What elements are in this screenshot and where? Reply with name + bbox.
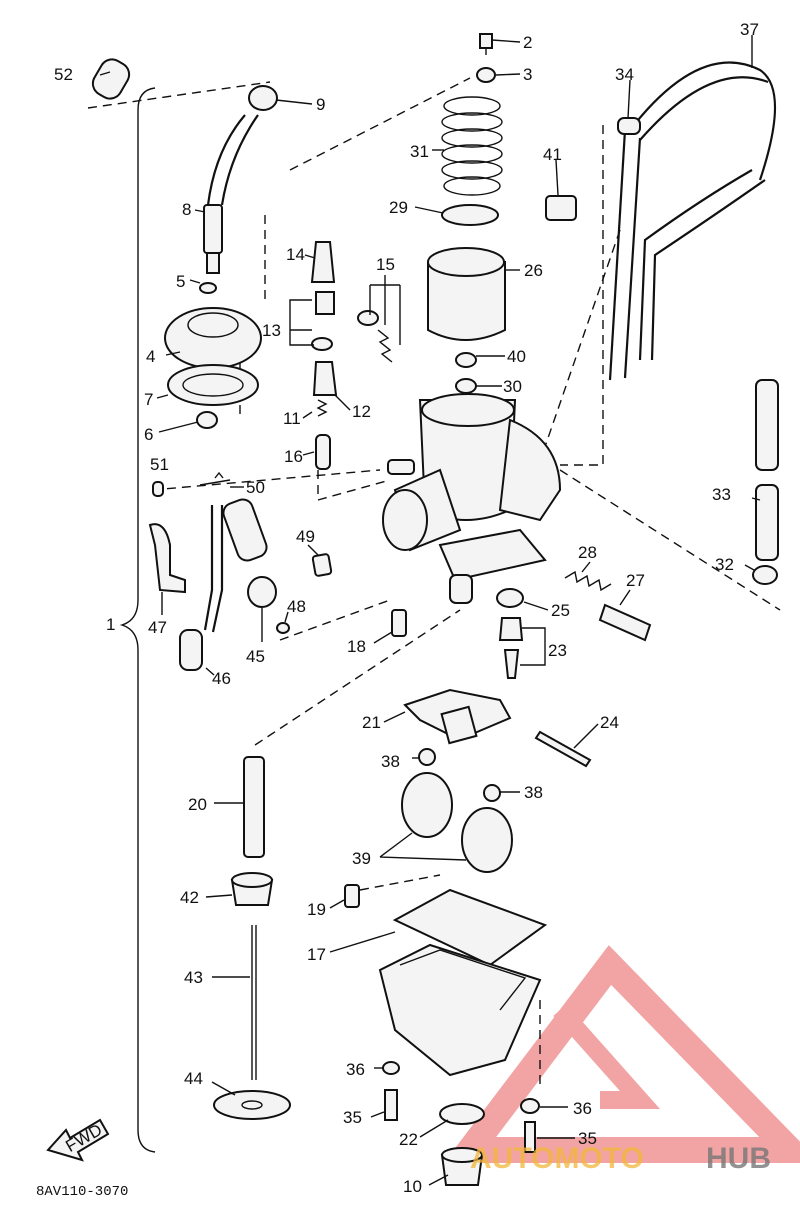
callout-52: 52 (54, 65, 73, 84)
callout-14: 14 (286, 245, 305, 264)
callout-30-upper: 30 (503, 377, 522, 396)
callout-35-right: 35 (578, 1129, 597, 1148)
callout-12: 12 (352, 402, 371, 421)
callout-41: 41 (543, 145, 562, 164)
callout-29: 29 (389, 198, 408, 217)
leader-lines (99, 35, 761, 1186)
callout-39: 39 (352, 849, 371, 868)
callout-25: 25 (551, 601, 570, 620)
callout-28: 28 (578, 543, 597, 562)
callout-4: 4 (146, 347, 155, 366)
callout-3: 3 (523, 65, 532, 84)
callout-27: 27 (626, 571, 645, 590)
callout-51: 51 (150, 455, 169, 474)
callout-38-left: 38 (381, 752, 400, 771)
callout-7: 7 (144, 390, 153, 409)
callout-18: 18 (347, 637, 366, 656)
callout-50: 50 (246, 478, 265, 497)
callout-23: 23 (548, 641, 567, 660)
callout-16: 16 (284, 447, 303, 466)
callout-34: 34 (615, 65, 634, 84)
front-arrow-icon (46, 1118, 110, 1162)
callout-32: 32 (715, 555, 734, 574)
callout-10: 10 (403, 1177, 422, 1196)
callout-13: 13 (262, 321, 281, 340)
callout-36-right: 36 (573, 1099, 592, 1118)
callout-11: 11 (283, 409, 301, 428)
callout-37: 37 (740, 20, 759, 39)
callout-21: 21 (362, 713, 381, 732)
callout-35-left: 35 (343, 1108, 362, 1127)
callout-9: 9 (316, 95, 325, 114)
callout-43: 43 (184, 968, 203, 987)
callout-22: 22 (399, 1130, 418, 1149)
callout-42: 42 (180, 888, 199, 907)
front-arrow-label: FWD (62, 1120, 105, 1156)
callout-47: 47 (148, 618, 167, 637)
callout-2: 2 (523, 33, 532, 52)
callout-6: 6 (144, 425, 153, 444)
callout-8: 8 (182, 200, 191, 219)
callout-33: 33 (712, 485, 731, 504)
watermark-logo (443, 945, 800, 1163)
callout-31: 31 (410, 142, 429, 161)
callout-5: 5 (176, 272, 185, 291)
callout-15: 15 (376, 255, 395, 274)
callout-36-left: 36 (346, 1060, 365, 1079)
callout-40: 40 (507, 347, 526, 366)
callout-17: 17 (307, 945, 326, 964)
drawing-code: 8AV110-3070 (36, 1184, 128, 1200)
part-drawings (46, 33, 779, 1186)
callout-1: 1 (106, 615, 115, 634)
callout-26: 26 (524, 261, 543, 280)
callout-38-right: 38 (524, 783, 543, 802)
callout-24: 24 (600, 713, 619, 732)
callout-44: 44 (184, 1069, 203, 1088)
callout-20: 20 (188, 795, 207, 814)
callout-19: 19 (307, 900, 326, 919)
callout-49: 49 (296, 527, 315, 546)
callout-48: 48 (287, 597, 306, 616)
callout-46: 46 (212, 669, 231, 688)
callout-45: 45 (246, 647, 265, 666)
watermark-text-part1: AUTOMOTO (470, 1142, 644, 1175)
watermark-text-part2: HUB (706, 1142, 771, 1175)
callout-labels: 52 9 2 3 34 37 31 41 8 29 14 15 26 5 13 … (54, 20, 759, 1196)
